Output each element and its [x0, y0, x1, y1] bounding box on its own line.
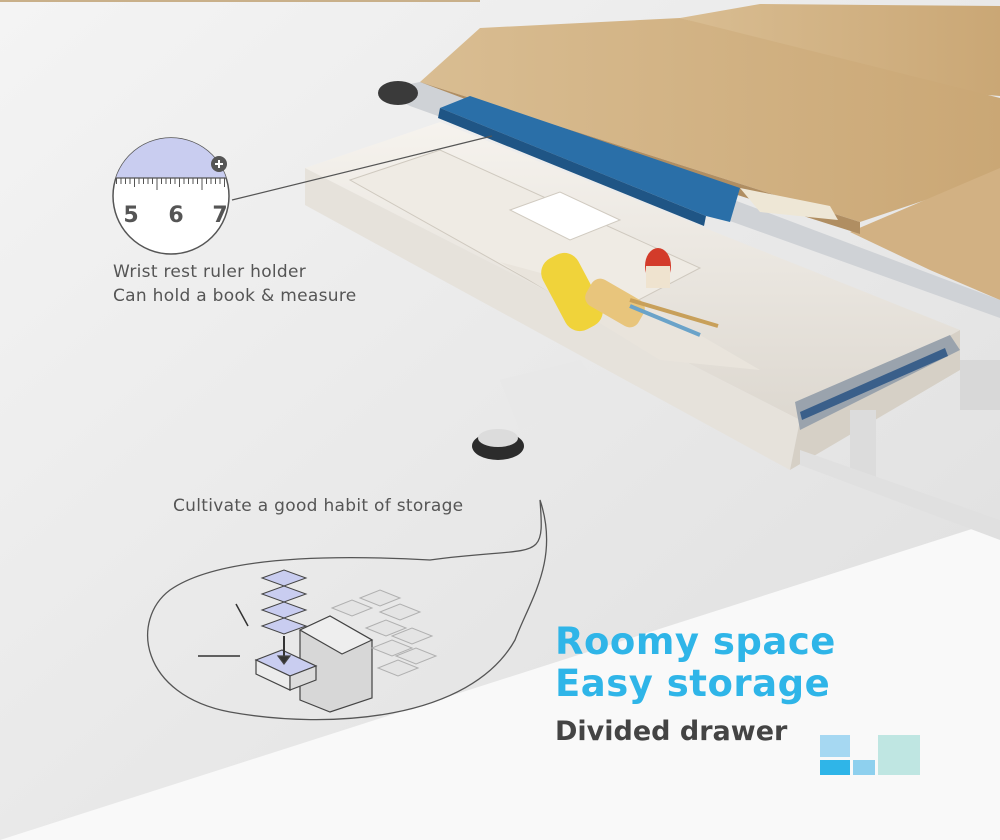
ruler-zoom-callout: 5 6 7 — [112, 135, 493, 255]
ruler-caption-line1: Wrist rest ruler holder — [113, 262, 307, 282]
headline-line2: Easy storage — [555, 662, 831, 705]
ruler-caption-line2: Can hold a book & measure — [113, 286, 357, 306]
ruler-holder — [438, 96, 838, 226]
paper-stack-icon — [260, 569, 308, 635]
headline-line1: Roomy space — [555, 620, 836, 663]
desk-legs — [472, 360, 1000, 540]
ruler-tick-7: 7 — [212, 203, 227, 228]
storage-habit-bubble — [147, 499, 548, 721]
ruler-tick-5: 5 — [123, 203, 138, 228]
decorative-squares-icon — [820, 735, 920, 775]
scattered-papers-icon — [330, 589, 438, 677]
storage-box-icon — [254, 615, 374, 713]
pencils — [541, 248, 719, 337]
storage-habit-caption: Cultivate a good habit of storage — [173, 496, 464, 516]
ruler-tick-6: 6 — [168, 203, 183, 228]
subheadline: Divided drawer — [555, 716, 788, 747]
